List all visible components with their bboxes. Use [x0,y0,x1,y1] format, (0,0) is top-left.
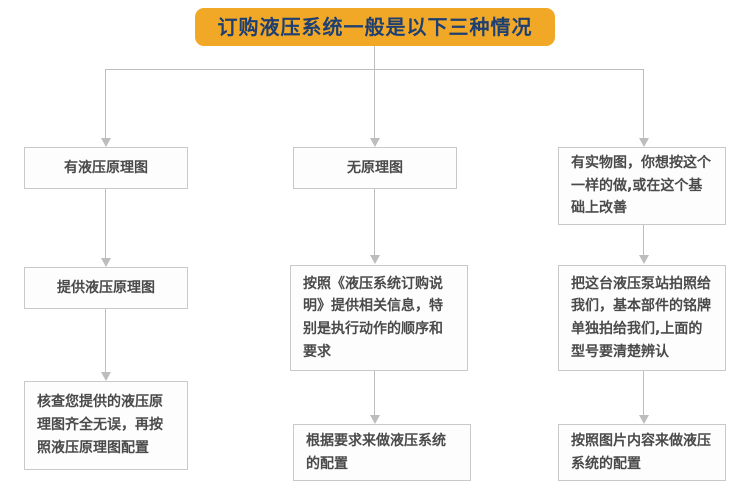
connector-split-to-branch-3 [643,69,644,139]
flow-node-label: 按照《液压系统订购说明》提供相关信息，特别是执行动作的顺序和要求 [303,275,443,360]
flow-node-branch-3-step-3[interactable]: 按照图片内容来做液压系统的配置 [558,424,726,481]
connector-branch-1-step-2-to-3 [105,309,106,373]
flow-node-label: 有液压原理图 [64,159,148,176]
flow-node-branch-1-step-3[interactable]: 核查您提供的液压原理图齐全无误，再按照液压原理图配置 [24,381,188,470]
arrowhead-branch-3-step-2-to-3 [639,415,649,424]
connector-branch-3-step-2-to-3 [643,371,644,416]
flow-node-branch-3-step-1[interactable]: 有实物图，你想按这个一样的做,或在这个基础上改善 [558,147,726,225]
arrowhead-split-to-branch-3 [639,138,649,147]
flow-node-branch-2-step-3[interactable]: 根据要求来做液压系统的配置 [293,424,471,481]
flow-node-label: 无原理图 [347,159,403,176]
flow-node-branch-2-step-2[interactable]: 按照《液压系统订购说明》提供相关信息，特别是执行动作的顺序和要求 [290,265,468,371]
connector-branch-2-step-2-to-3 [374,371,375,416]
connector-branch-3-step-1-to-2 [643,225,644,256]
flow-node-branch-1-step-2[interactable]: 提供液压原理图 [24,267,188,309]
arrowhead-split-to-branch-2 [370,138,380,147]
arrowhead-branch-2-step-2-to-3 [370,415,380,424]
flowchart-title-banner: 订购液压系统一般是以下三种情况 [195,8,555,46]
connector-branch-2-step-1-to-2 [374,189,375,256]
flow-node-branch-2-step-1[interactable]: 无原理图 [293,147,457,189]
flow-node-label: 根据要求来做液压系统的配置 [306,432,446,472]
connector-branch-1-step-1-to-2 [105,189,106,259]
page-title: 订购液压系统一般是以下三种情况 [217,15,533,39]
flow-node-label: 把这台液压泵站拍照给我们，基本部件的铭牌单独拍给我们,上面的型号要清楚辨认 [571,275,711,360]
flow-node-label: 按照图片内容来做液压系统的配置 [571,432,711,472]
connector-split-to-branch-1 [105,69,106,139]
flow-node-label: 核查您提供的液压原理图齐全无误，再按照液压原理图配置 [37,394,163,456]
flow-node-label: 有实物图，你想按这个一样的做,或在这个基础上改善 [571,154,711,217]
flow-node-branch-1-step-1[interactable]: 有液压原理图 [24,147,188,189]
arrowhead-branch-3-step-1-to-2 [639,255,649,264]
arrowhead-branch-2-step-1-to-2 [370,255,380,264]
arrowhead-split-to-branch-1 [101,138,111,147]
connector-split-to-branch-2 [374,69,375,139]
flow-node-branch-3-step-2[interactable]: 把这台液压泵站拍照给我们，基本部件的铭牌单独拍给我们,上面的型号要清楚辨认 [558,265,726,371]
arrowhead-branch-1-step-2-to-3 [101,372,111,381]
arrowhead-branch-1-step-1-to-2 [101,258,111,267]
flow-node-label: 提供液压原理图 [57,279,155,296]
connector-root-stem [374,46,375,70]
